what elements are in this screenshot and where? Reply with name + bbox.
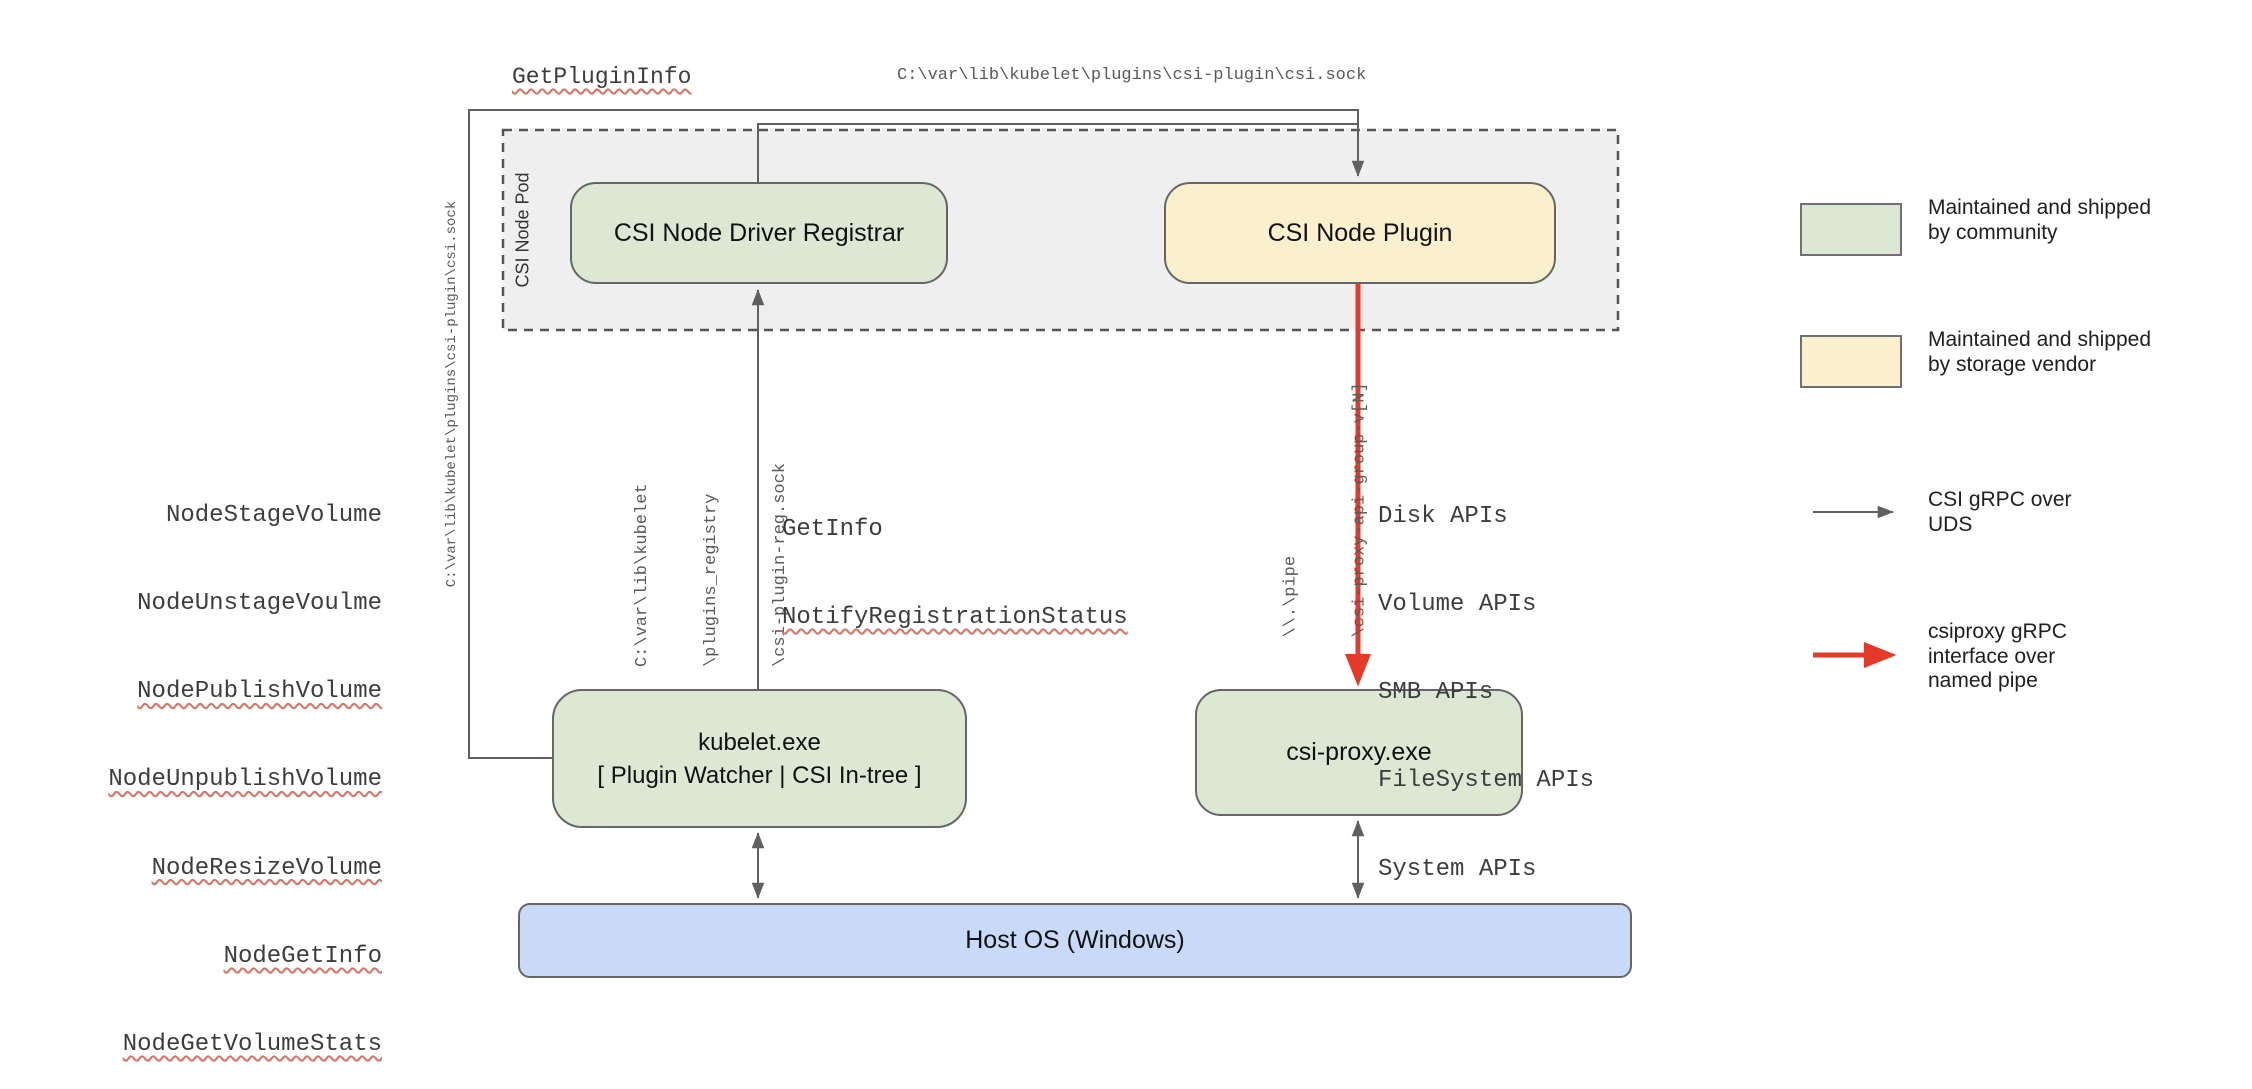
registration-sock-path-line2: \plugins_registry — [702, 493, 721, 668]
kubelet-to-plugin-connector — [468, 109, 1365, 759]
get-plugin-info-text: GetPluginInfo — [512, 64, 692, 90]
registration-sock-path-label: C:\var\lib\kubelet \plugins_registry \cs… — [585, 463, 815, 667]
kubelet-sublabel: [ Plugin Watcher | CSI In-tree ] — [597, 761, 922, 789]
csi-node-pod-label: CSI Node Pod — [512, 172, 533, 288]
csi-proxy-label: csi-proxy.exe — [1286, 738, 1432, 766]
node-rpc-item: NodeUnstageVoulme — [137, 590, 382, 618]
node-rpc-item: NodeGetVolumeStats — [122, 1031, 382, 1059]
kubelet-label: kubelet.exe — [698, 728, 821, 756]
legend-swatch-community — [1800, 203, 1902, 256]
node-rpc-item: NodeUnpublishVolume — [108, 766, 382, 794]
node-rpc-item: NodeResizeVolume — [151, 854, 382, 882]
named-pipe-path-label: \\.\pipe \csi-proxy-api-group-v[N] — [1234, 382, 1395, 637]
registration-sock-path-line1: C:\var\lib\kubelet — [633, 483, 652, 668]
proxy-api-list: Disk APIs Volume APIs SMB APIs FileSyste… — [1378, 443, 1594, 914]
legend-vendor-text: Maintained and shipped by storage vendor — [1928, 328, 2152, 376]
node-rpc-item: NodeGetInfo — [223, 942, 382, 970]
legend-named-pipe-text: csiproxy gRPC interface over named pipe — [1928, 620, 2067, 692]
proxy-api-item: Disk APIs — [1378, 502, 1508, 530]
legend-community-text: Maintained and shipped by community — [1928, 196, 2152, 244]
csi-node-plugin-box: CSI Node Plugin — [1164, 182, 1556, 284]
host-os-box: Host OS (Windows) — [518, 903, 1632, 978]
csi-windows-architecture-diagram: { "diagram_title": "CSI on Windows node … — [108, 64, 2152, 1059]
node-rpc-item: NodePublishVolume — [137, 678, 382, 706]
kubelet-box: kubelet.exe [ Plugin Watcher | CSI In-tr… — [552, 689, 967, 828]
proxy-api-item: SMB APIs — [1378, 679, 1494, 707]
named-pipe-line2: \csi-proxy-api-group-v[N] — [1350, 382, 1370, 638]
csi-node-driver-registrar-box: CSI Node Driver Registrar — [570, 182, 948, 284]
legend-swatch-vendor — [1800, 335, 1902, 388]
csi-sock-path-left-label: C:\var\lib\kubelet\plugins\csi-plugin\cs… — [444, 200, 460, 588]
legend-uds-text: CSI gRPC over UDS — [1928, 488, 2072, 536]
get-plugin-info-label: GetPluginInfo — [512, 64, 691, 90]
registrar-to-plugin-connector — [757, 123, 1358, 182]
named-pipe-line1: \\.\pipe — [1281, 555, 1301, 638]
registration-rpc-list: GetInfo NotifyRegistrationStatus — [782, 456, 1128, 662]
plugin-label: CSI Node Plugin — [1267, 218, 1453, 247]
notify-registration-status-label: NotifyRegistrationStatus — [782, 604, 1128, 632]
registrar-label: CSI Node Driver Registrar — [613, 218, 905, 247]
node-rpc-list: NodeStageVolume NodeUnstageVoulme NodePu… — [80, 442, 382, 1089]
proxy-api-item: FileSystem APIs — [1378, 767, 1595, 795]
proxy-api-item: Volume APIs — [1378, 591, 1537, 619]
node-rpc-item: NodeStageVolume — [165, 501, 382, 529]
csi-sock-path-top-label: C:\var\lib\kubelet\plugins\csi-plugin\cs… — [897, 66, 1367, 85]
proxy-api-item: System APIs — [1378, 855, 1537, 883]
csi-proxy-box: csi-proxy.exe — [1195, 689, 1523, 816]
get-info-label: GetInfo — [782, 515, 883, 543]
host-os-label: Host OS (Windows) — [965, 926, 1185, 954]
